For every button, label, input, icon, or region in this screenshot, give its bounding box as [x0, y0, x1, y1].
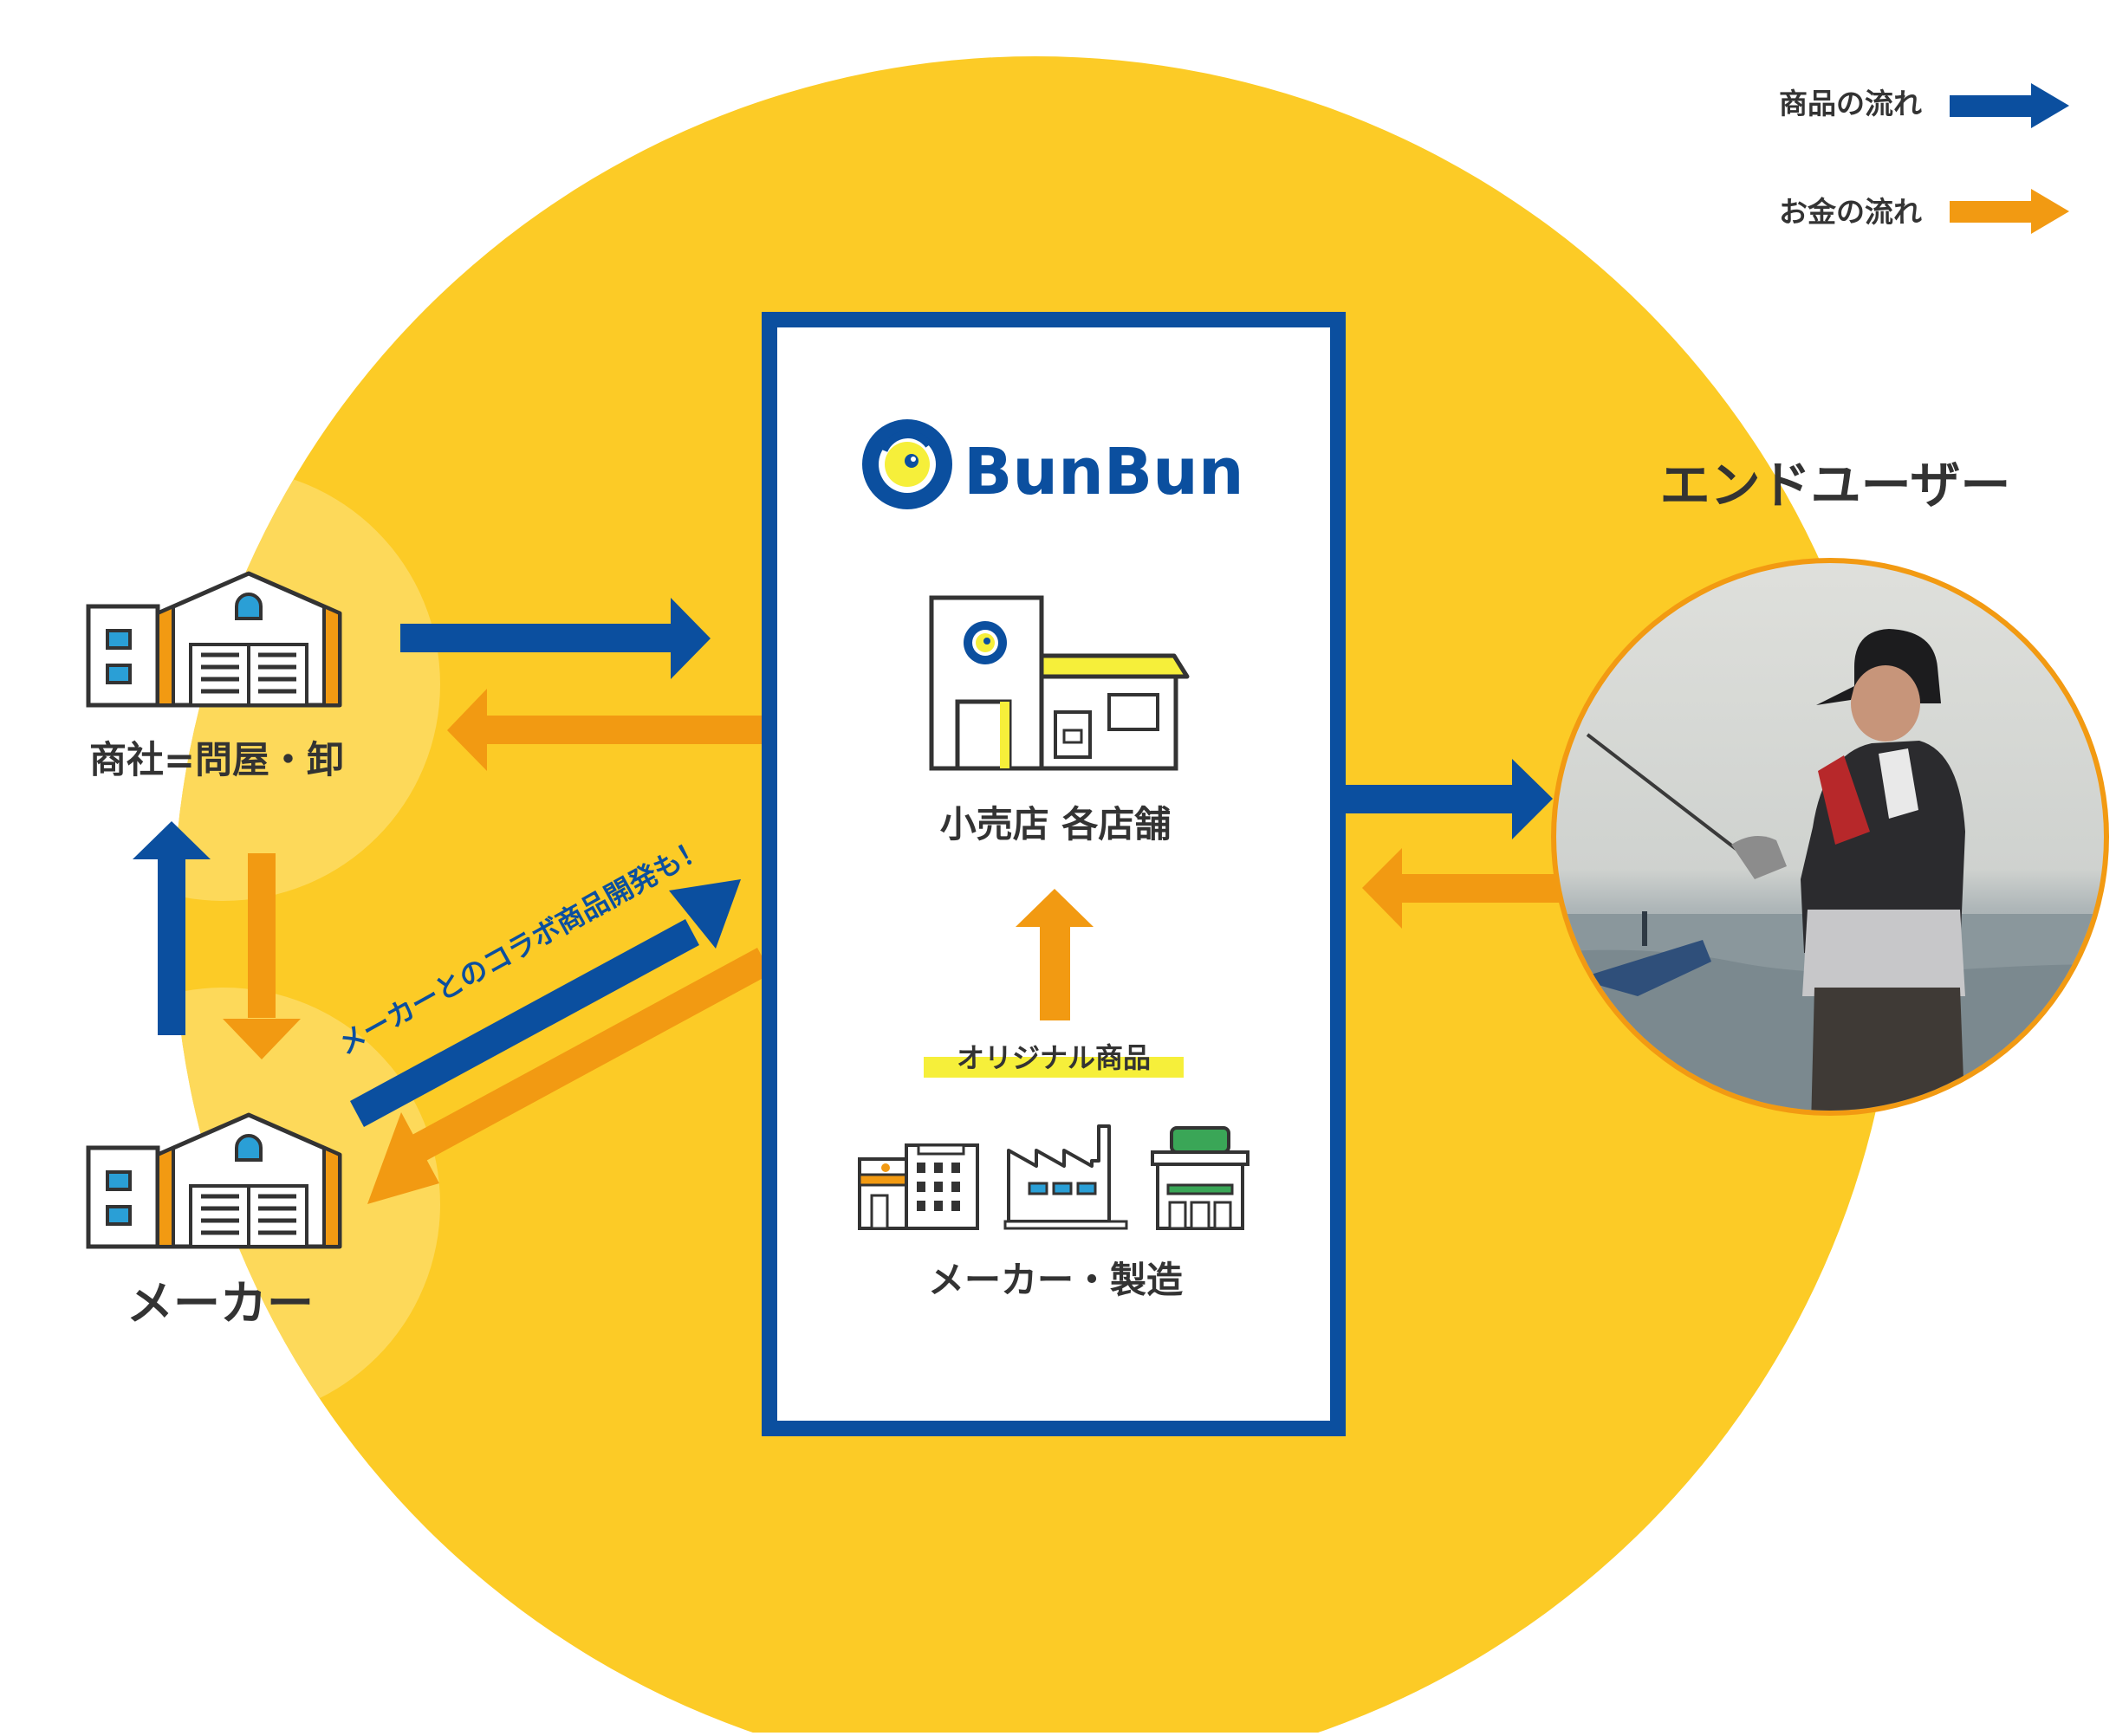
label-retail: 小売店 各店舗: [940, 803, 1172, 845]
label-end-user: エンドユーザー: [1660, 456, 2011, 515]
arrow-up-blue: [133, 821, 211, 1035]
arrow-trading-to-bunbun-blue: [400, 598, 711, 679]
legend: 商品の流れ お金の流れ: [1779, 83, 2069, 234]
arrow-down-orange: [223, 853, 301, 1059]
label-maker-manufacturing: メーカー・製造: [928, 1259, 1183, 1301]
bunbun-logo: BunBun: [862, 419, 1244, 509]
label-maker: メーカー: [127, 1276, 314, 1331]
arrow-bunbun-to-trading-orange: [447, 689, 764, 771]
label-original-goods: オリジナル商品: [957, 1041, 1151, 1074]
office-building-icon: [858, 1143, 979, 1230]
legend-orange-arrow: [1950, 189, 2069, 234]
legend-money-label: お金の流れ: [1779, 195, 1922, 229]
shop-building-icon: [1151, 1126, 1249, 1230]
original-goods-highlight: [924, 1057, 1184, 1078]
arrow-bunbun-to-user-blue: [1346, 759, 1553, 839]
label-trading-company: 商社=問屋・卸: [89, 739, 344, 782]
brand-name: BunBun: [964, 435, 1244, 509]
arrow-maker-to-bunbun-blue: [350, 879, 741, 1127]
factory-icon: [1003, 1124, 1128, 1230]
retail-store-icon: [929, 595, 1190, 771]
arrow-bunbun-to-maker-orange: [367, 948, 771, 1204]
arrow-user-to-bunbun-orange: [1362, 848, 1561, 929]
bunbun-panel: [762, 312, 1346, 1436]
arrow-up-orange-original: [1016, 889, 1094, 1020]
end-user-photo: [1551, 558, 2109, 1116]
legend-goods-label: 商品の流れ: [1779, 87, 1922, 120]
legend-blue-arrow: [1950, 83, 2069, 128]
